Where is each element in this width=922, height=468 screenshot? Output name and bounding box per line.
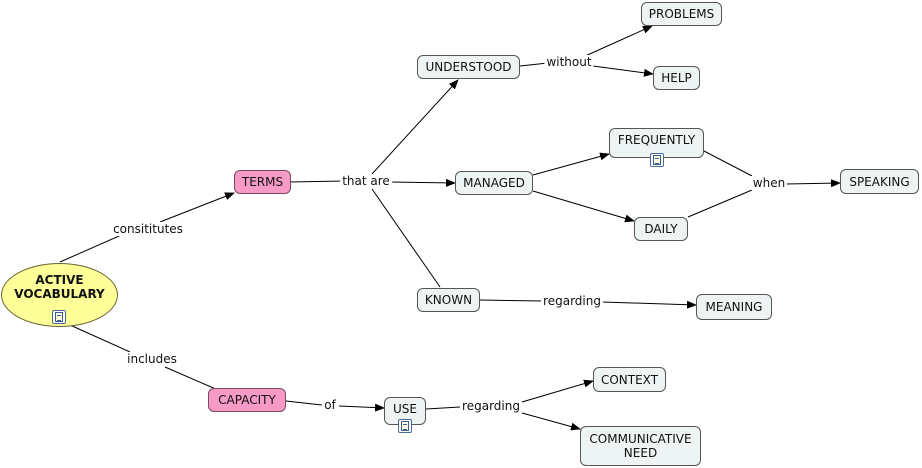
concept-speaking[interactable]: SPEAKING [840,169,919,194]
concept-problems[interactable]: PROBLEMS [641,2,722,26]
concept-label: MEANING [705,300,763,314]
edge-consititutes-to-terms [159,192,235,223]
link-label-when: when [750,176,788,190]
concept-label: CAPACITY [218,393,276,407]
document-icon[interactable] [52,310,66,324]
link-label-consititutes: consititutes [111,222,185,236]
edge-terms-to-that-are [289,180,345,183]
edge-that-are-to-understood [371,79,459,175]
concept-label: TERMS [241,175,284,189]
edge-managed-to-daily [532,190,635,223]
edge-without-to-problems [582,25,653,58]
concept-known[interactable]: KNOWN [417,288,480,312]
concept-communicative-need[interactable]: COMMUNICATIVE NEED [580,426,701,466]
concept-label: KNOWN [424,293,473,307]
concept-understood[interactable]: UNDERSTOOD [417,55,520,79]
concept-help[interactable]: HELP [653,66,700,90]
link-label-that-are: that are [340,174,392,188]
concept-label: USE [393,402,417,416]
edge-regarding-to-context [521,379,594,403]
concept-label: HELP [661,71,692,85]
document-icon[interactable] [398,419,412,433]
concept-label: DAILY [644,222,678,236]
concept-label: CONTEXT [600,372,659,387]
edge-frequently-to-when [703,150,753,177]
edge-that-are-to-known [371,188,441,288]
concept-label: COMMUNICATIVE NEED [589,432,692,460]
concept-capacity[interactable]: CAPACITY [208,388,286,412]
concept-label: SPEAKING [849,174,910,189]
link-label-regarding-use: regarding [460,399,522,413]
document-icon[interactable] [650,153,664,167]
concept-label: FREQUENTLY [617,133,696,147]
edge-of-to-use [338,403,385,412]
link-label-without: without [544,55,594,69]
concept-context[interactable]: CONTEXT [593,367,666,392]
concept-terms[interactable]: TERMS [234,170,291,194]
concept-meaning[interactable]: MEANING [696,294,772,320]
edge-without-to-help [592,65,654,77]
edge-known-to-regarding [479,299,543,302]
edge-includes-to-capacity [164,366,219,391]
link-label-of: of [322,398,338,412]
link-label-includes: includes [125,352,179,366]
concept-managed[interactable]: MANAGED [455,171,533,195]
edge-daily-to-when [687,189,753,218]
edge-that-are-to-managed [389,178,456,187]
edge-understood-to-without [519,62,549,67]
concept-label: UNDERSTOOD [425,60,512,74]
edge-when-to-speaking [785,179,841,188]
concept-label: PROBLEMS [648,7,715,21]
link-label-regarding-meaning: regarding [541,294,603,308]
concept-label: ACTIVE VOCABULARY [14,273,105,301]
concept-label: MANAGED [463,176,525,190]
edge-regarding-to-meaning [601,300,697,309]
edge-managed-to-frequently [532,152,610,176]
concept-daily[interactable]: DAILY [634,217,688,241]
edge-capacity-to-of [285,400,323,406]
edge-use-to-regarding [425,406,461,410]
edge-regarding-to-communicative-need [521,412,581,431]
edge-root-to-includes [69,324,131,353]
concept-use[interactable]: USE [384,397,426,425]
